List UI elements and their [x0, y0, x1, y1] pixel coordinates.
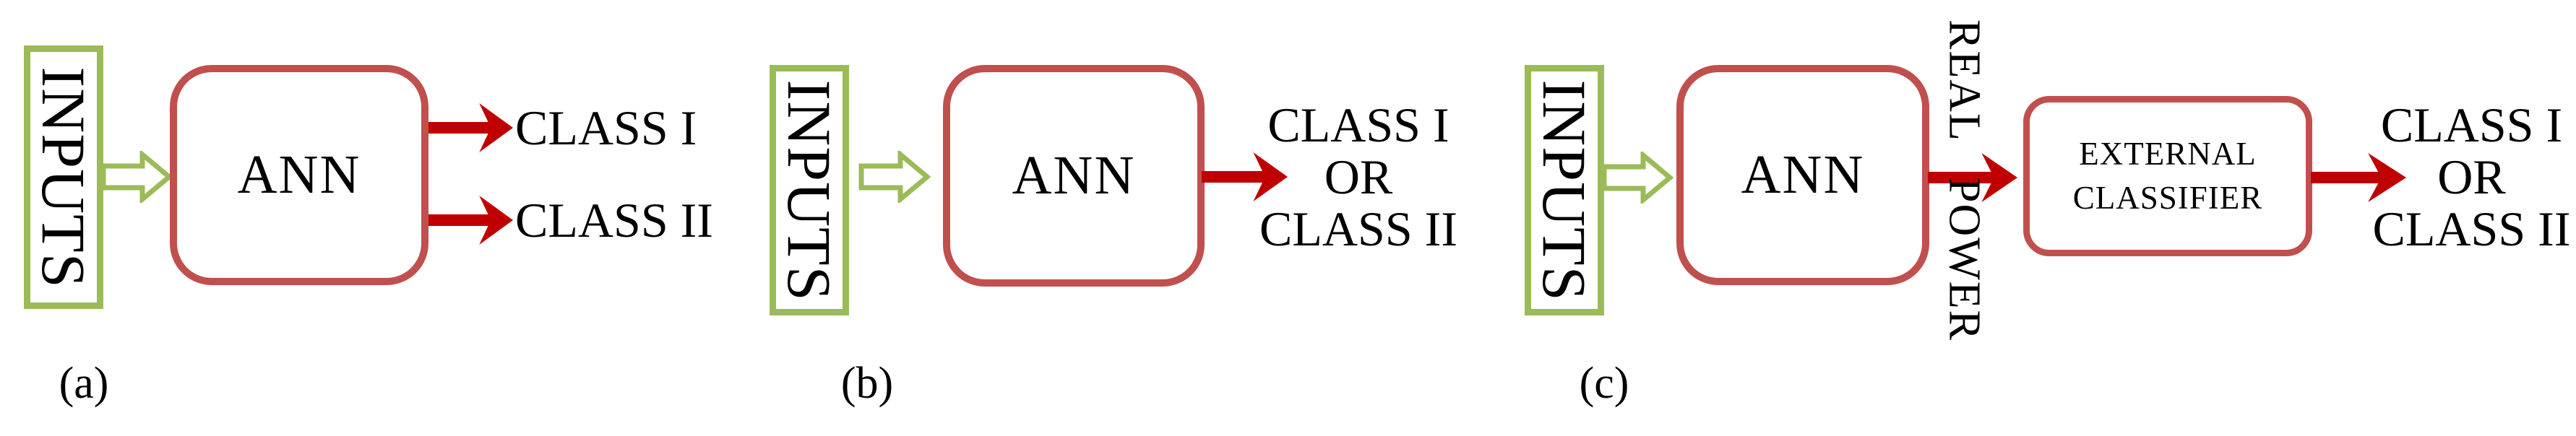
- inputs-label-a: INPUTS: [29, 66, 98, 289]
- ann-box-a: ANN: [170, 65, 428, 285]
- input-arrow-icon-b: [858, 151, 931, 203]
- real-power-arrow-icon: [1928, 153, 2017, 202]
- inputs-box-b: INPUTS: [770, 65, 849, 315]
- output-options-c: CLASS I OR CLASS II: [2347, 99, 2576, 255]
- output-arrow-icon-c: [2311, 153, 2406, 202]
- ann-box-c: ANN: [1676, 65, 1929, 285]
- ann-box-b: ANN: [943, 65, 1205, 287]
- ann-label-a: ANN: [237, 144, 361, 205]
- panel-label-b: (b): [840, 359, 894, 408]
- panel-label-a: (a): [59, 359, 109, 408]
- panel-label-c: (c): [1579, 359, 1629, 408]
- class1-label-b: CLASS I: [1267, 97, 1449, 152]
- class2-label-c: CLASS II: [2372, 201, 2571, 256]
- or-label-b: OR: [1324, 149, 1393, 204]
- class2-label-b: CLASS II: [1259, 201, 1457, 256]
- or-label-c: OR: [2437, 149, 2506, 204]
- inputs-box-a: INPUTS: [24, 45, 103, 309]
- input-arrow-icon-c: [1601, 152, 1673, 204]
- inputs-label-c: INPUTS: [1530, 79, 1599, 302]
- class1-label-c: CLASS I: [2380, 97, 2563, 152]
- class1-label-a: CLASS I: [515, 100, 697, 155]
- class2-label-a: CLASS II: [515, 193, 713, 248]
- inputs-box-c: INPUTS: [1525, 65, 1604, 315]
- external-classifier-line1: EXTERNAL: [2079, 136, 2257, 173]
- output-arrow-icon-a1: [428, 103, 513, 152]
- output-arrow-icon-a2: [428, 196, 513, 245]
- inputs-label-b: INPUTS: [775, 79, 844, 302]
- real-power-annotation: REAL POWER: [1939, 19, 1989, 342]
- output-options-b: CLASS I OR CLASS II: [1236, 99, 1481, 255]
- external-classifier-line2: CLASSIFIER: [2072, 180, 2263, 216]
- output-arrow-icon-b: [1202, 152, 1288, 201]
- ann-label-c: ANN: [1741, 144, 1865, 205]
- input-arrow-icon-a: [100, 151, 173, 203]
- ann-label-b: ANN: [1012, 145, 1136, 206]
- external-classifier-box: EXTERNAL CLASSIFIER: [2023, 96, 2312, 256]
